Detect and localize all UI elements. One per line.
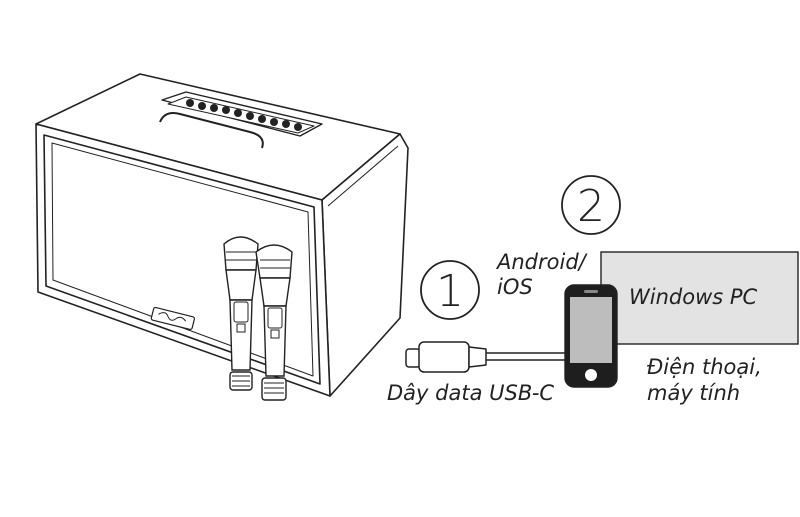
speaker-handle: [159, 112, 264, 149]
step-2-badge: 2: [561, 175, 621, 235]
os-label: Android/ iOS: [497, 250, 586, 299]
windows-pc-label: Windows PC: [629, 285, 758, 309]
cable-label: Dây data USB-C: [387, 381, 555, 405]
phone-icon: [564, 284, 618, 388]
step-2-number: 2: [577, 181, 605, 232]
device-label: Điện thoại, máy tính: [647, 355, 762, 405]
control-knobs: [186, 99, 302, 131]
usb-c-cable: [405, 341, 572, 373]
karaoke-speaker: [35, 73, 409, 397]
step-1-badge: 1: [420, 260, 480, 320]
step-1-number: 1: [436, 266, 464, 317]
microphone-left: [223, 236, 259, 391]
microphone-right: [255, 244, 293, 401]
